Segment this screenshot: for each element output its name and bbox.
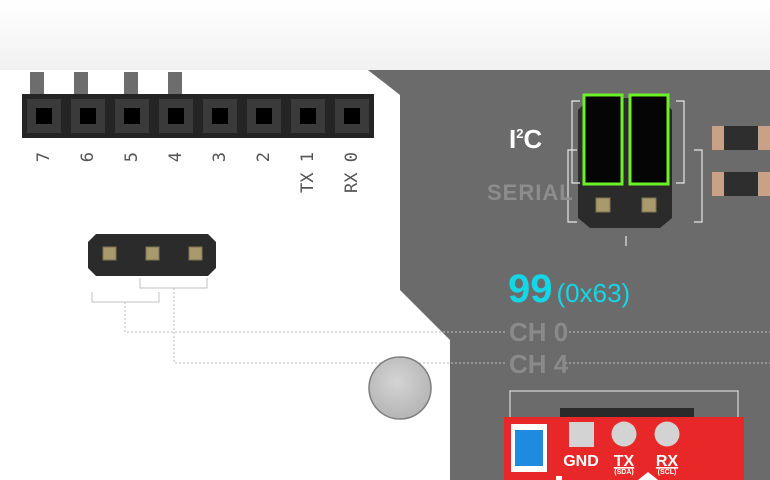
pin-label: RX 0	[342, 152, 362, 193]
jumper-cap-left	[582, 93, 624, 186]
jumper-brackets	[567, 100, 703, 246]
i2c-label: I2C	[509, 124, 542, 154]
address-readout: 99(0x63)	[508, 267, 630, 311]
tx-sub-label: (SDA)	[614, 469, 633, 476]
header-pin-labels: 7 6 5 4 3 2 TX 1 RX 0	[34, 152, 362, 193]
status-led	[515, 430, 543, 466]
gnd-label: GND	[563, 453, 599, 470]
rx-pad	[654, 421, 680, 447]
pin-label: 5	[122, 152, 142, 162]
pin-label: 7	[34, 152, 54, 162]
three-pin-header	[88, 234, 216, 276]
tx-label: TX	[614, 453, 635, 470]
leader-lines	[124, 288, 770, 364]
jumper-cap-right	[628, 93, 670, 186]
arrow-icon	[638, 472, 658, 480]
pin-label: TX 1	[298, 152, 318, 193]
pin-label: 2	[254, 152, 274, 162]
serial-label: SERIAL	[487, 180, 574, 205]
rx-sub-label: (SCL)	[658, 469, 677, 476]
pin-label: 4	[166, 152, 186, 162]
pin-label: 6	[78, 152, 98, 162]
rx-label: RX	[656, 453, 679, 470]
header-pin-stubs	[30, 72, 182, 97]
top-shadow	[0, 0, 770, 70]
mounting-hole	[368, 356, 432, 420]
pin-label: 3	[210, 152, 230, 162]
mode-jumper	[578, 93, 672, 228]
tx-pad	[611, 421, 637, 447]
pin-marker	[556, 476, 562, 480]
channel-label-0: CH 0	[509, 317, 568, 347]
smd-resistors	[712, 126, 770, 196]
gnd-pad	[569, 422, 594, 447]
channel-label-4: CH 4	[509, 349, 569, 379]
digital-header	[22, 94, 374, 138]
